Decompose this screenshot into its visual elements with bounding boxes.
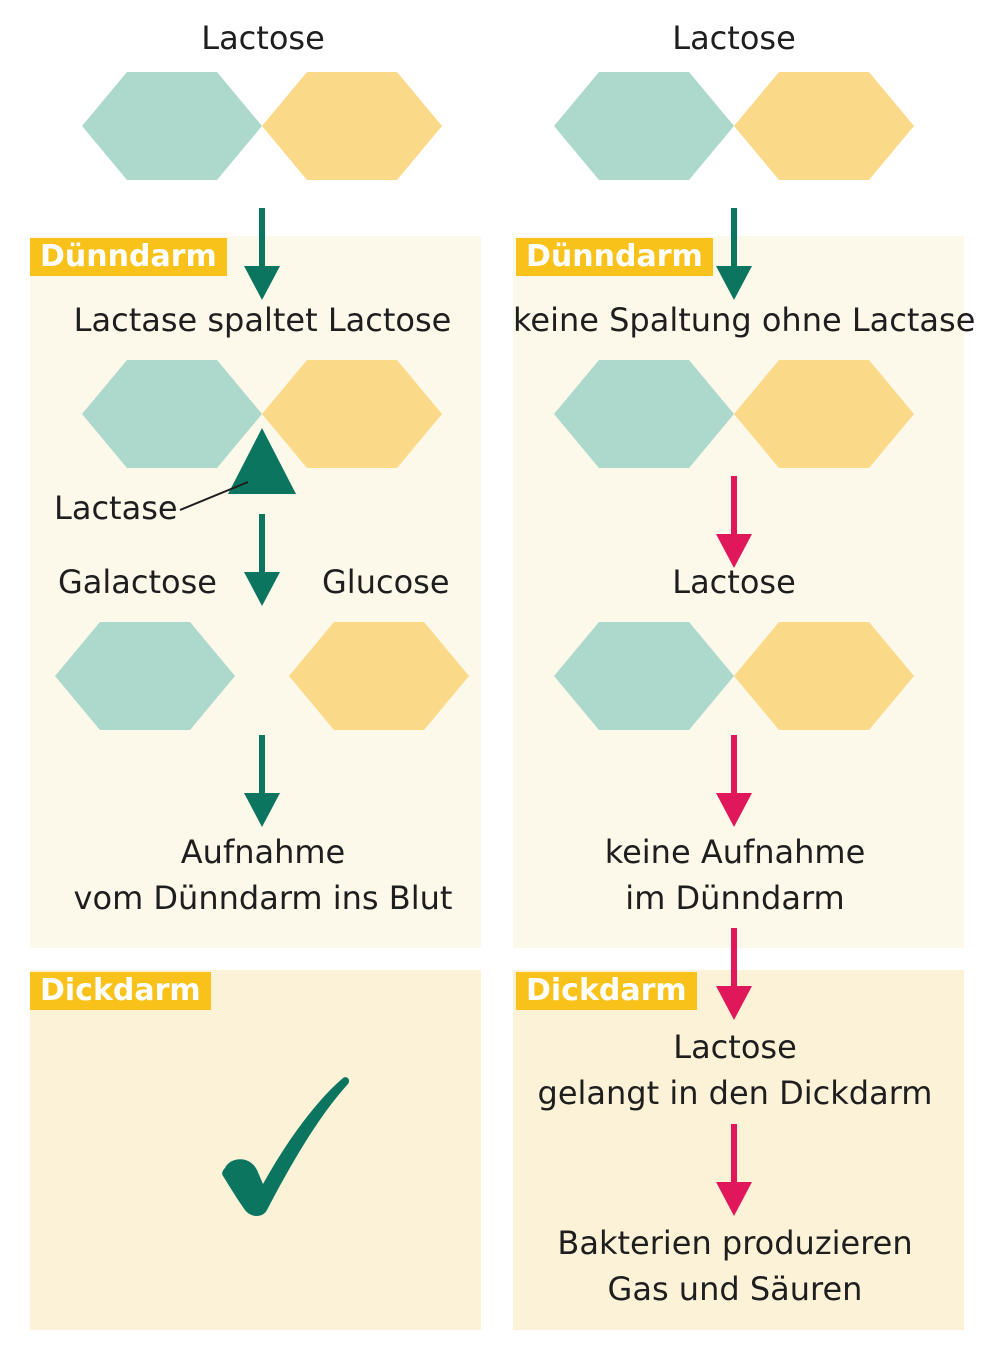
checkmark-icon <box>205 1072 355 1226</box>
left-large-intestine-panel <box>30 970 481 1330</box>
right-large-step1-line2: gelangt in den Dickdarm <box>537 1074 933 1112</box>
right-large-step2-line2: Gas und Säuren <box>607 1270 863 1308</box>
right-result-line1: keine Aufnahme <box>604 833 866 871</box>
galactose-label: Galactose <box>58 563 217 601</box>
left-top-glucose-hexagon <box>82 72 262 180</box>
right-lower-hexagon-yellow <box>734 622 914 730</box>
right-large-step2-line1: Bakterien produzieren <box>557 1224 913 1262</box>
right-lower-hexagon-teal <box>554 622 734 730</box>
left-top-galactose-hexagon <box>262 72 442 180</box>
right-large-intestine-panel <box>513 970 964 1330</box>
left-arrow-2 <box>244 514 280 606</box>
right-mid-hexagon-yellow <box>734 360 914 468</box>
glucose-hexagon <box>289 622 469 730</box>
left-step1-label: Lactase spaltet Lactose <box>73 301 452 339</box>
right-arrow-5 <box>716 1124 752 1216</box>
right-top-hexagon-yellow <box>734 72 914 180</box>
right-large-step1-line1: Lactose <box>673 1028 797 1066</box>
right-large-intestine-tag: Dickdarm <box>516 972 697 1010</box>
right-arrow-1 <box>716 208 752 300</box>
left-result-line1: Aufnahme <box>180 833 346 871</box>
galactose-hexagon <box>55 622 235 730</box>
right-arrow-3 <box>716 735 752 827</box>
left-result-line2: vom Dünndarm ins Blut <box>73 879 453 917</box>
right-step1-label: keine Spaltung ohne Lactase <box>513 301 976 339</box>
left-top-lactose-label: Lactose <box>201 19 325 57</box>
glucose-label: Glucose <box>322 563 450 601</box>
right-small-intestine-tag: Dünndarm <box>516 238 713 276</box>
left-large-intestine-tag: Dickdarm <box>30 972 211 1010</box>
lactase-label: Lactase <box>54 489 178 527</box>
right-mid-hexagon-teal <box>554 360 734 468</box>
right-result-line2: im Dünndarm <box>625 879 845 917</box>
left-mid-hexagon-teal <box>82 360 262 468</box>
left-arrow-3 <box>244 735 280 827</box>
right-mid-lactose-label: Lactose <box>672 563 796 601</box>
left-arrow-1 <box>244 208 280 300</box>
right-small-intestine-panel <box>513 236 964 948</box>
right-top-hexagon-teal <box>554 72 734 180</box>
left-mid-hexagon-yellow <box>262 360 442 468</box>
right-arrow-4 <box>716 928 752 1020</box>
right-arrow-2 <box>716 476 752 568</box>
left-small-intestine-tag: Dünndarm <box>30 238 227 276</box>
lactase-enzyme-triangle <box>176 426 300 522</box>
right-top-lactose-label: Lactose <box>672 19 796 57</box>
